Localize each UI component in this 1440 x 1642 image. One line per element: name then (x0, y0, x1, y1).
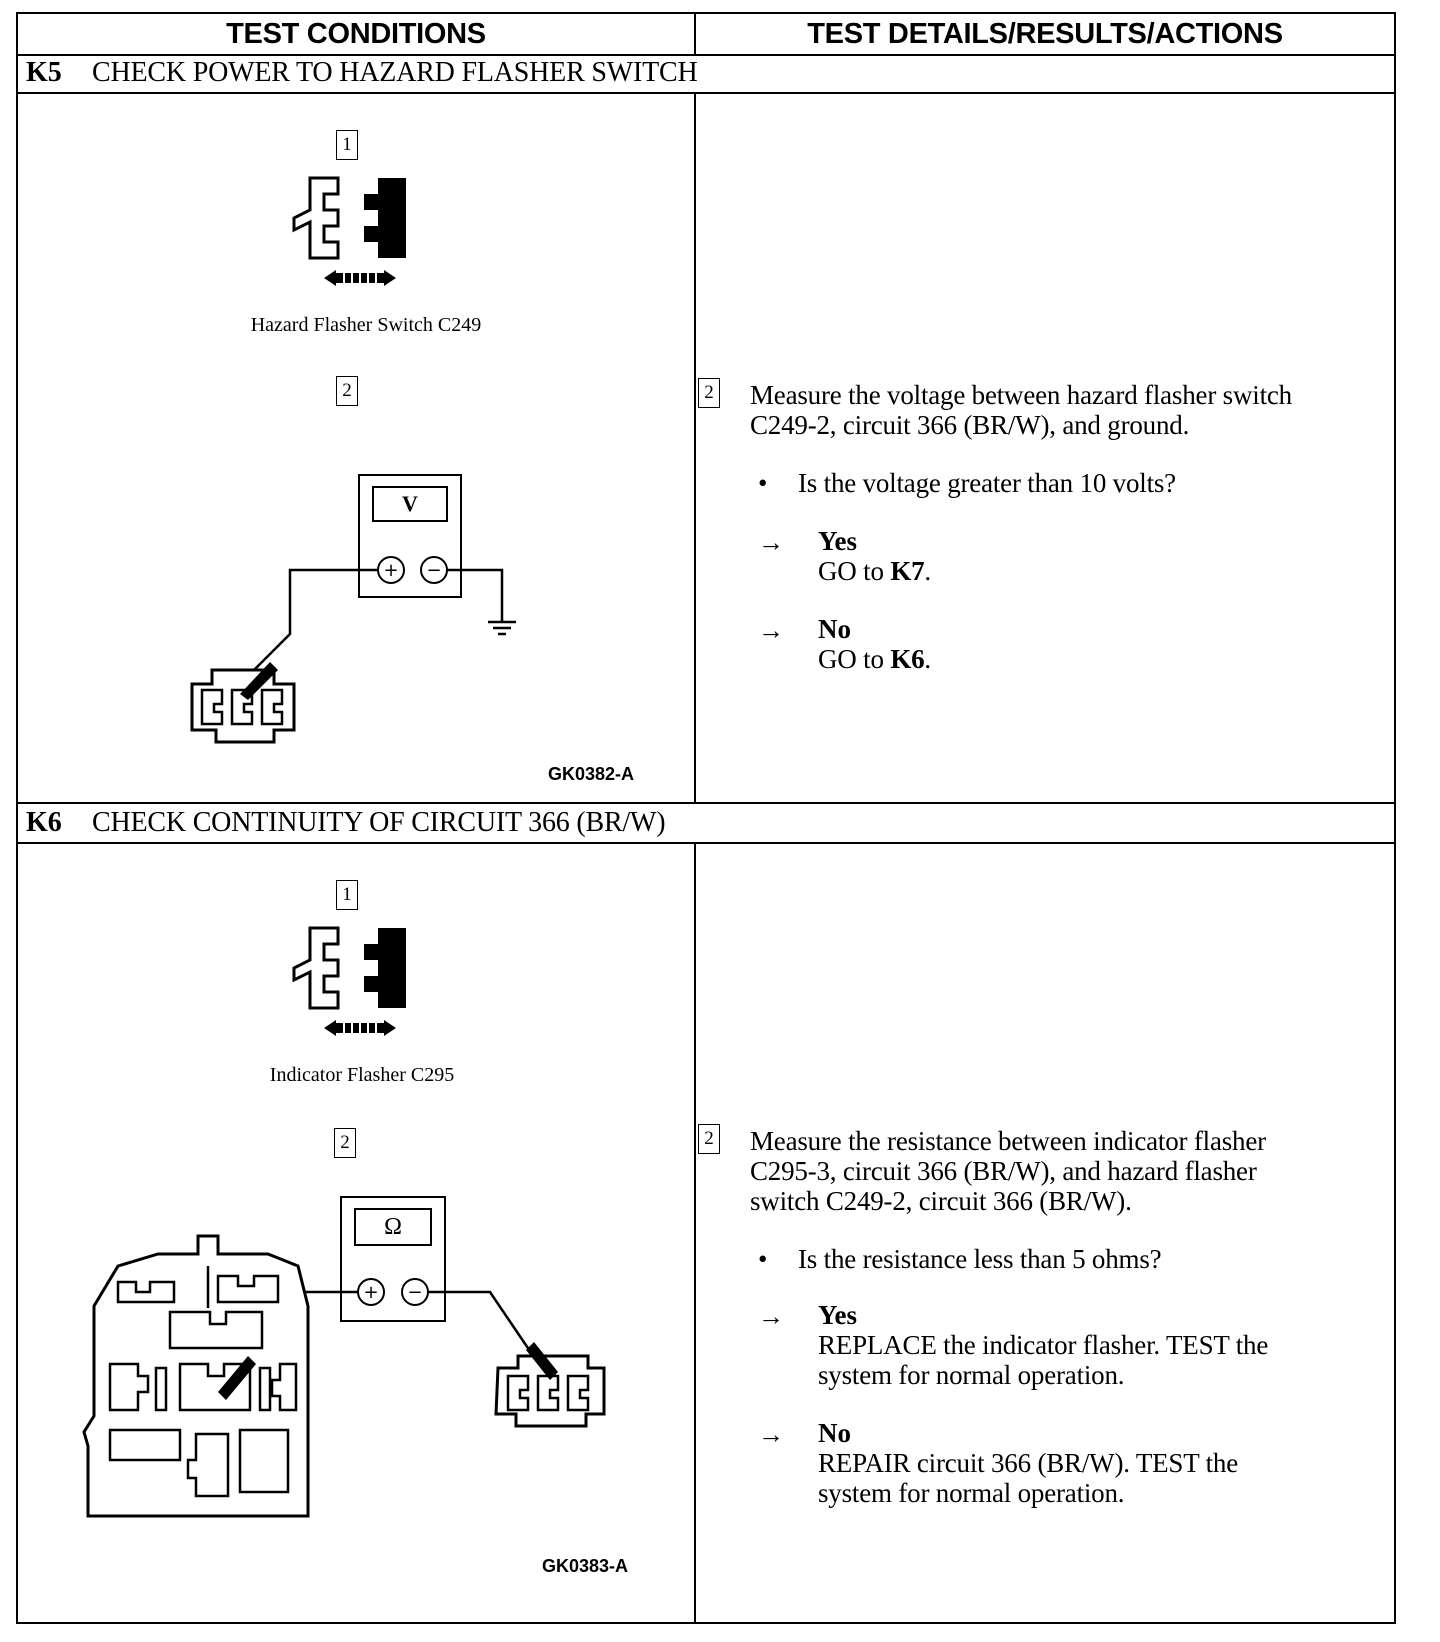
answer-no-action: REPAIR circuit 366 (BR/W). TEST the (818, 1448, 1238, 1478)
svg-text:+: + (363, 1282, 378, 1303)
test-procedure-sheet: TEST CONDITIONS TEST DETAILS/RESULTS/ACT… (16, 12, 1396, 1624)
section-code: K5 (26, 57, 62, 88)
answer-no-action: system for normal operation. (818, 1478, 1125, 1508)
step-number-box: 1 (336, 130, 358, 160)
answer-no-label: No (818, 614, 851, 644)
test-details-panel: 2 Measure the voltage between hazard fla… (698, 94, 1394, 802)
test-details-panel: 2 Measure the resistance between indicat… (698, 844, 1394, 1622)
step-number-box: 2 (698, 378, 720, 408)
header-test-conditions: TEST CONDITIONS (18, 14, 696, 54)
test-conditions-diagram: 1 Indicator Flasher C295 2 Ω (18, 844, 694, 1622)
section-heading: CHECK CONTINUITY OF CIRCUIT 366 (BR/W) (92, 807, 666, 838)
instruction-line: switch C249-2, circuit 366 (BR/W). (750, 1186, 1132, 1216)
answer-yes-label: Yes (818, 1300, 857, 1330)
step-number-box: 1 (336, 880, 358, 910)
answer-yes-action: GO to K7. (818, 556, 931, 586)
table-header: TEST CONDITIONS TEST DETAILS/RESULTS/ACT… (18, 14, 1394, 56)
ohmmeter-wiring: + − (82, 1234, 606, 1518)
svg-text:−: − (407, 1282, 422, 1303)
answer-no-label: No (818, 1418, 851, 1448)
meter-display: V (372, 486, 448, 522)
section-heading: CHECK POWER TO HAZARD FLASHER SWITCH (92, 57, 698, 88)
arrow-icon: → (758, 528, 784, 557)
instruction-line: Measure the resistance between indicator… (750, 1126, 1266, 1156)
instruction-line: C249-2, circuit 366 (BR/W), and ground. (750, 410, 1190, 440)
instruction-line: C295-3, circuit 366 (BR/W), and hazard f… (750, 1156, 1257, 1186)
svg-text:−: − (426, 560, 441, 581)
ohmmeter: Ω (340, 1196, 446, 1322)
answer-yes-action: system for normal operation. (818, 1360, 1125, 1390)
answer-no-action: GO to K6. (818, 644, 931, 674)
test-question: Is the resistance less than 5 ohms? (798, 1244, 1162, 1274)
section-code: K6 (26, 807, 62, 838)
section-k6-title: K6 CHECK CONTINUITY OF CIRCUIT 366 (BR/W… (18, 804, 1394, 844)
step-number-box: 2 (698, 1124, 720, 1154)
voltmeter: V (358, 474, 462, 598)
test-conditions-diagram: 1 Hazard Flasher Switch C249 2 V (18, 94, 694, 802)
header-test-details: TEST DETAILS/RESULTS/ACTIONS (807, 17, 1283, 50)
answer-yes-label: Yes (818, 526, 857, 556)
section-k5-body: 1 Hazard Flasher Switch C249 2 V (18, 94, 1394, 802)
test-question: Is the voltage greater than 10 volts? (798, 468, 1176, 498)
bullet: • (758, 1244, 768, 1274)
step-number-box: 2 (336, 376, 358, 406)
figure-code: GK0382-A (548, 764, 635, 784)
step-number-box: 2 (334, 1128, 356, 1158)
connector-caption: Indicator Flasher C295 (269, 1064, 455, 1086)
section-k5-title: K5 CHECK POWER TO HAZARD FLASHER SWITCH (18, 54, 1394, 94)
connector-disconnect-icon (292, 926, 406, 1036)
connector-disconnect-icon (292, 176, 406, 286)
arrow-icon: → (758, 1302, 784, 1331)
instruction-line: Measure the voltage between hazard flash… (750, 380, 1292, 410)
figure-code: GK0383-A (542, 1556, 629, 1576)
answer-yes-action: REPLACE the indicator flasher. TEST the (818, 1330, 1269, 1360)
meter-display: Ω (354, 1208, 432, 1246)
arrow-icon: → (758, 616, 784, 645)
section-k6-body: 1 Indicator Flasher C295 2 Ω (18, 844, 1394, 1622)
connector-caption: Hazard Flasher Switch C249 (250, 314, 482, 336)
svg-text:+: + (383, 560, 398, 581)
voltmeter-wiring: + − (190, 556, 516, 744)
arrow-icon: → (758, 1420, 784, 1449)
bullet: • (758, 468, 768, 498)
